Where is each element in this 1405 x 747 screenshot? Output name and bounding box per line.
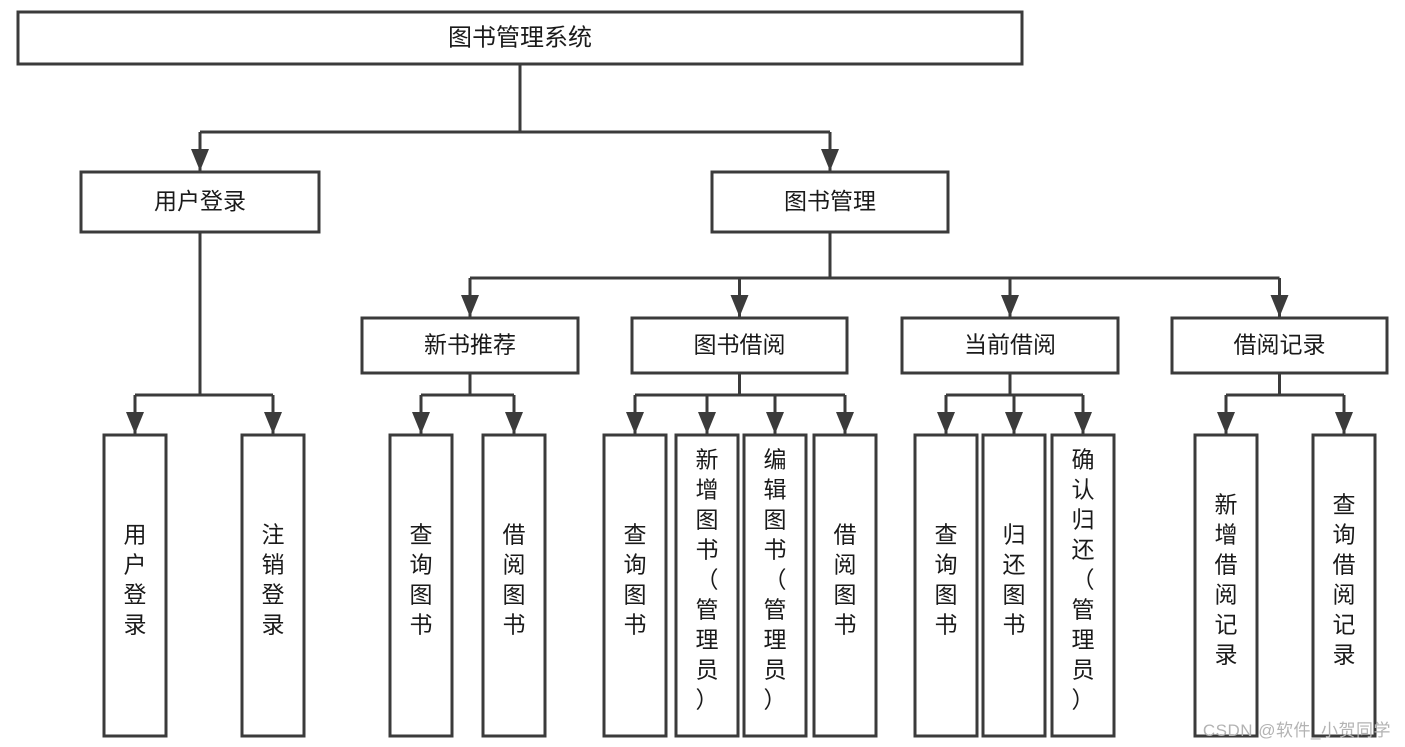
node-leaf-user-login[interactable]: 用户登录 bbox=[102, 433, 168, 738]
node-label-leaf-user-login: 用户登录 bbox=[124, 522, 147, 638]
node-label-leaf-user-logout: 注销登录 bbox=[262, 522, 285, 638]
node-label-borrow-record: 借阅记录 bbox=[1234, 332, 1326, 358]
node-box-borrow-record bbox=[1170, 316, 1389, 375]
node-leaf-user-logout[interactable]: 注销登录 bbox=[240, 433, 306, 738]
arrowhead-icon bbox=[461, 295, 479, 317]
node-label-leaf-cur-confirm-return: 确认归还（管理员） bbox=[1072, 447, 1095, 713]
node-box-leaf-cur-query-book bbox=[913, 433, 979, 738]
arrowhead-icon bbox=[730, 295, 749, 317]
arrowhead-icon bbox=[1335, 412, 1353, 434]
node-box-leaf-rec-borrow-book bbox=[481, 433, 547, 738]
arrowhead-icon bbox=[264, 412, 282, 434]
arrowhead-icon bbox=[126, 412, 144, 434]
node-label-book-borrow: 图书借阅 bbox=[694, 332, 786, 358]
arrowhead-icon bbox=[698, 412, 716, 434]
connector-root bbox=[191, 64, 839, 171]
node-box-user-login bbox=[79, 170, 321, 234]
node-leaf-cur-confirm-return[interactable]: 确认归还（管理员） bbox=[1050, 433, 1116, 738]
node-label-current-borrow: 当前借阅 bbox=[964, 332, 1056, 358]
arrowhead-icon bbox=[1270, 295, 1289, 317]
connector-user-login bbox=[126, 232, 282, 434]
node-root[interactable]: 图书管理系统 bbox=[16, 10, 1024, 66]
node-leaf-borrow-edit-book[interactable]: 编辑图书（管理员） bbox=[742, 433, 808, 738]
connector-book-manage bbox=[461, 232, 1289, 317]
node-box-book-borrow bbox=[630, 316, 849, 375]
node-new-book-rec[interactable]: 新书推荐 bbox=[360, 316, 580, 375]
node-box-leaf-user-logout bbox=[240, 433, 306, 738]
node-label-leaf-borrow-add-book: 新增图书（管理员） bbox=[696, 447, 719, 713]
arrowhead-icon bbox=[412, 412, 430, 434]
node-box-leaf-rec-query-book bbox=[388, 433, 454, 738]
node-label-leaf-cur-query-book: 查询图书 bbox=[935, 522, 958, 638]
arrowhead-icon bbox=[191, 149, 209, 171]
node-leaf-borrow-add-book[interactable]: 新增图书（管理员） bbox=[674, 433, 740, 738]
node-leaf-cur-return-book[interactable]: 归还图书 bbox=[981, 433, 1047, 738]
node-label-leaf-borrow-edit-book: 编辑图书（管理员） bbox=[764, 447, 787, 713]
connector-borrow-record bbox=[1217, 373, 1353, 434]
node-box-current-borrow bbox=[900, 316, 1120, 375]
node-label-leaf-rec-add-record: 新增借阅记录 bbox=[1215, 492, 1238, 668]
arrowhead-icon bbox=[836, 412, 854, 434]
node-box-new-book-rec bbox=[360, 316, 580, 375]
connector-book-borrow bbox=[626, 373, 854, 434]
arrowhead-icon bbox=[821, 149, 839, 171]
node-borrow-record[interactable]: 借阅记录 bbox=[1170, 316, 1389, 375]
node-label-leaf-borrow-borrow-book: 借阅图书 bbox=[834, 522, 857, 638]
arrowhead-icon bbox=[1217, 412, 1235, 434]
node-current-borrow[interactable]: 当前借阅 bbox=[900, 316, 1120, 375]
node-label-leaf-rec-query-record: 查询借阅记录 bbox=[1333, 492, 1356, 668]
arrowhead-icon bbox=[766, 412, 784, 434]
node-leaf-borrow-query-book[interactable]: 查询图书 bbox=[602, 433, 668, 738]
arrowhead-icon bbox=[937, 412, 955, 434]
node-label-new-book-rec: 新书推荐 bbox=[424, 332, 516, 358]
arrowhead-icon bbox=[626, 412, 644, 434]
node-label-leaf-cur-return-book: 归还图书 bbox=[1003, 522, 1026, 638]
arrowhead-icon bbox=[505, 412, 523, 434]
connector-current-borrow bbox=[937, 373, 1092, 434]
connector-layer bbox=[126, 64, 1353, 434]
node-leaf-rec-add-record[interactable]: 新增借阅记录 bbox=[1193, 433, 1259, 738]
node-user-login[interactable]: 用户登录 bbox=[79, 170, 321, 234]
node-box-leaf-rec-query-record bbox=[1311, 433, 1377, 738]
node-layer: 图书管理系统用户登录图书管理新书推荐图书借阅当前借阅借阅记录用户登录注销登录查询… bbox=[16, 10, 1389, 738]
node-label-leaf-rec-query-book: 查询图书 bbox=[410, 522, 433, 638]
node-label-leaf-rec-borrow-book: 借阅图书 bbox=[503, 522, 526, 638]
node-leaf-rec-query-record[interactable]: 查询借阅记录 bbox=[1311, 433, 1377, 738]
node-box-leaf-borrow-edit-book bbox=[742, 433, 808, 738]
node-box-book-manage bbox=[710, 170, 950, 234]
node-box-leaf-cur-confirm-return bbox=[1050, 433, 1116, 738]
node-label-root: 图书管理系统 bbox=[448, 24, 592, 51]
node-leaf-cur-query-book[interactable]: 查询图书 bbox=[913, 433, 979, 738]
arrowhead-icon bbox=[1005, 412, 1023, 434]
node-box-leaf-borrow-borrow-book bbox=[812, 433, 878, 738]
node-leaf-borrow-borrow-book[interactable]: 借阅图书 bbox=[812, 433, 878, 738]
node-label-user-login: 用户登录 bbox=[154, 188, 246, 214]
node-box-leaf-rec-add-record bbox=[1193, 433, 1259, 738]
node-box-leaf-borrow-query-book bbox=[602, 433, 668, 738]
node-box-root bbox=[16, 10, 1024, 66]
node-label-book-manage: 图书管理 bbox=[784, 188, 876, 214]
csdn-watermark: CSDN @软件_小贺同学 bbox=[1202, 721, 1391, 740]
node-book-borrow[interactable]: 图书借阅 bbox=[630, 316, 849, 375]
arrowhead-icon bbox=[1074, 412, 1092, 434]
connector-new-book-rec bbox=[412, 373, 523, 434]
node-leaf-rec-query-book[interactable]: 查询图书 bbox=[388, 433, 454, 738]
node-leaf-rec-borrow-book[interactable]: 借阅图书 bbox=[481, 433, 547, 738]
node-box-leaf-borrow-add-book bbox=[674, 433, 740, 738]
node-box-leaf-cur-return-book bbox=[981, 433, 1047, 738]
node-book-manage[interactable]: 图书管理 bbox=[710, 170, 950, 234]
arrowhead-icon bbox=[1001, 295, 1019, 317]
node-label-leaf-borrow-query-book: 查询图书 bbox=[624, 522, 647, 638]
node-box-leaf-user-login bbox=[102, 433, 168, 738]
